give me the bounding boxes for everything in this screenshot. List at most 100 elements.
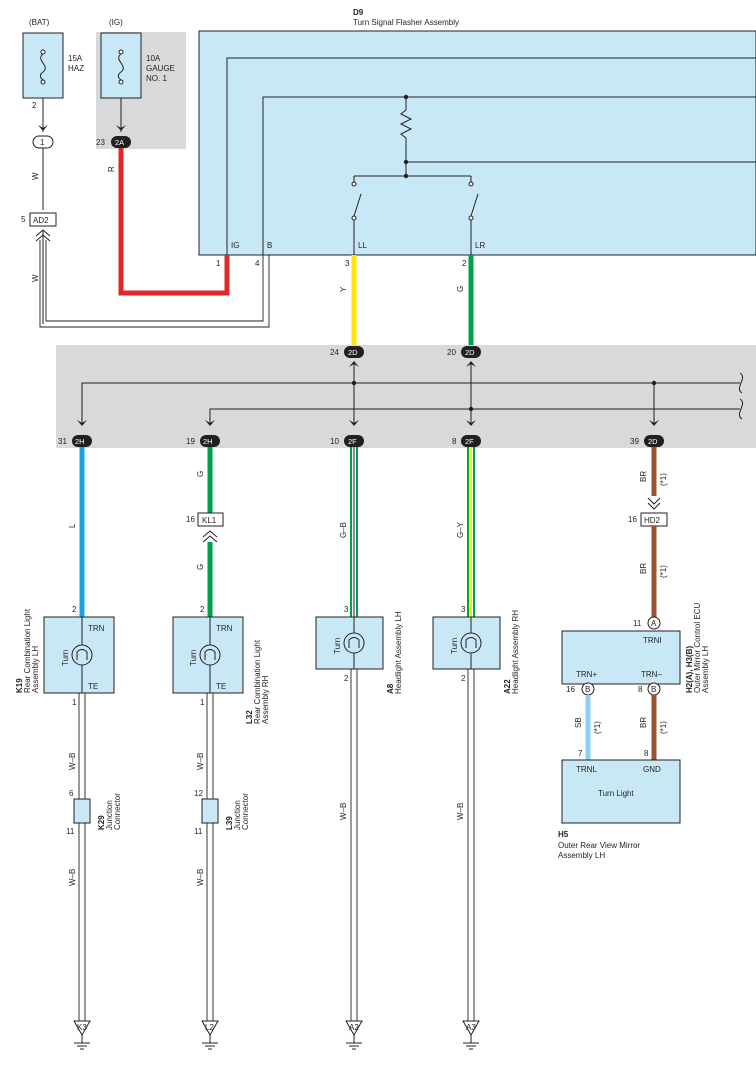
jb-pin-10: 10	[330, 437, 339, 446]
ecu-note-3: (*1)	[593, 721, 602, 734]
wire-green-black	[350, 447, 358, 617]
wire-white-black	[78, 693, 86, 1021]
l32-name-1: Rear Combination Light	[253, 639, 262, 724]
h5-body: Turn Light	[598, 789, 635, 798]
connector-2f-b-label: 2F	[465, 437, 474, 446]
ecu-pin-8: 8	[638, 685, 643, 694]
h5-name-2: Assembly LH	[558, 851, 605, 860]
a22-ground: A3	[466, 1023, 476, 1032]
a22-name: Headlight Assembly RH	[511, 610, 520, 694]
connector-2f-a	[344, 435, 364, 447]
l39-pin-top: 12	[194, 789, 203, 798]
l32-te: TE	[216, 682, 226, 691]
fuse-gauge-rating: 10A	[146, 54, 161, 63]
k19-turn: Turn	[61, 650, 70, 666]
jb-pin-39: 39	[630, 437, 639, 446]
junction-block-panel	[56, 345, 756, 448]
a22-wire-top: G–Y	[456, 521, 465, 538]
k29-pin-bottom: 11	[66, 827, 75, 836]
connector-2h-b	[200, 435, 220, 447]
ecu-note-2: (*1)	[659, 565, 668, 578]
k29-name-2: Connector	[113, 793, 122, 830]
wire-w-2: W	[31, 274, 40, 282]
wire-g: G	[456, 286, 465, 292]
l39-name-2: Connector	[241, 793, 250, 830]
pin-ll: 3	[345, 259, 350, 268]
term-b: B	[267, 241, 272, 250]
flasher-box	[198, 30, 756, 256]
k29-box	[73, 798, 91, 824]
wire-r: R	[107, 166, 116, 172]
connector-2d-c	[644, 435, 664, 447]
jb-pin-31: 31	[58, 437, 67, 446]
connector-b1-label: B	[585, 685, 590, 694]
connector-2h-a-label: 2H	[75, 437, 85, 446]
ecu-pin-11: 11	[633, 619, 642, 628]
k19-wire-1: W–B	[68, 753, 77, 770]
connector-b2-label: B	[651, 685, 656, 694]
a8-wire-bottom: W–B	[339, 803, 348, 820]
connector-2h-b-label: 2H	[203, 437, 213, 446]
fuse-gauge-name-2: NO. 1	[146, 74, 167, 83]
flasher-code: D9	[353, 8, 364, 17]
jb-pin-8: 8	[452, 437, 457, 446]
l39-name-1: Junction	[233, 800, 242, 830]
connector-2d-b-label: 2D	[465, 348, 475, 357]
mirror-ecu-box	[561, 630, 681, 685]
ecu-trn-plus: TRN+	[576, 670, 597, 679]
ig-label: (IG)	[109, 18, 123, 27]
k19-pin-bottom: 1	[72, 698, 77, 707]
h5-code: H5	[558, 830, 569, 839]
fuse-haz	[22, 32, 64, 99]
arrow-down-icon	[38, 125, 48, 131]
hd2-pin: 16	[628, 515, 637, 524]
k29-code: K29	[97, 815, 106, 830]
h5-box	[561, 759, 681, 824]
h5-trnl: TRNL	[576, 765, 597, 774]
l32-wire-top: G	[196, 471, 205, 477]
k29-pin-top: 6	[69, 789, 74, 798]
h5-name-1: Outer Rear View Mirror	[558, 841, 640, 850]
a8-turn: Turn	[333, 638, 342, 654]
fuse-gauge	[100, 32, 142, 99]
ecu-note-1: (*1)	[659, 473, 668, 486]
wire-green-yellow	[467, 447, 475, 617]
h5-pin-8: 8	[644, 749, 649, 758]
fuse-gauge-name-1: GAUGE	[146, 64, 175, 73]
junction-internal	[77, 361, 744, 426]
k19-wire-2: W–B	[68, 869, 77, 886]
connector-2f-b	[461, 435, 481, 447]
a22-pin-bottom: 2	[461, 674, 466, 683]
wire-w-1: W	[31, 172, 40, 180]
a22-code: A22	[503, 679, 512, 694]
h5-pin-7: 7	[578, 749, 583, 758]
l39-pin-bottom: 11	[194, 827, 203, 836]
l32-wire-1: W–B	[196, 753, 205, 770]
a8-code: A8	[386, 683, 395, 694]
a8-name: Headlight Assembly LH	[394, 611, 403, 694]
ecu-trn-minus: TRN–	[641, 670, 662, 679]
ecu-code: H2(A), H3(B)	[685, 646, 694, 693]
pin-lr: 2	[462, 259, 467, 268]
jb-pin-20: 20	[447, 348, 456, 357]
connector-hd2-label: HD2	[644, 516, 661, 525]
connector-a	[647, 616, 661, 630]
fuse-haz-rating: 15A	[68, 54, 83, 63]
a22-pin-top: 3	[461, 605, 466, 614]
connector-a-label: A	[651, 619, 657, 628]
k19-code: K19	[15, 678, 24, 693]
k19-te: TE	[88, 682, 98, 691]
connector-2a	[111, 136, 131, 148]
a8-pin-top: 3	[344, 605, 349, 614]
k19-pin-top: 2	[72, 605, 77, 614]
connector-2d-b	[461, 346, 481, 358]
a8-wire-top: G–B	[339, 522, 348, 538]
kl1-pin: 16	[186, 515, 195, 524]
connector-2d-a-label: 2D	[348, 348, 358, 357]
jb-pin-24: 24	[330, 348, 339, 357]
k19-name-1: Rear Combination Light	[23, 608, 32, 693]
term-lr: LR	[475, 241, 485, 250]
l39-box	[201, 798, 219, 824]
flasher-internal	[226, 57, 756, 255]
l32-pin-top: 2	[200, 605, 205, 614]
